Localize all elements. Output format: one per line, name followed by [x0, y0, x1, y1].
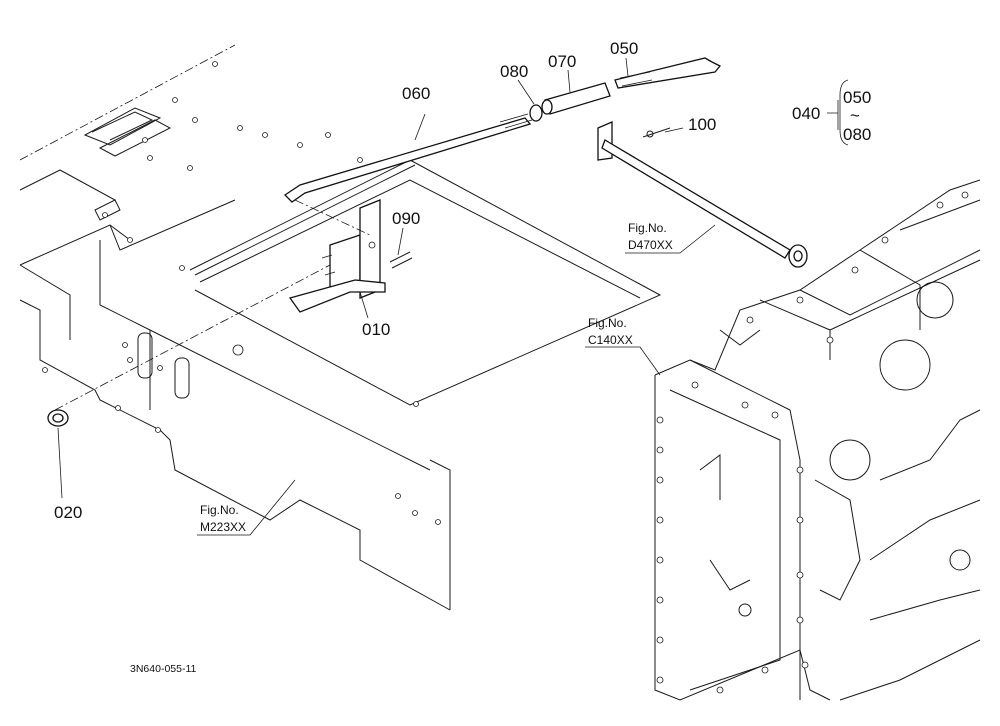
callout-p010: 010 [362, 320, 390, 339]
transmission-case-drawing [654, 179, 981, 701]
parts-drawing [47, 57, 808, 427]
leader-lines [54, 57, 839, 536]
callout-p080: 080 [500, 62, 528, 81]
drawing-code: 3N640-055-11 [130, 663, 197, 675]
figure-references[interactable]: Fig.No. D470XX Fig.No. C140XX Fig.No. M2… [200, 221, 673, 534]
assembly-number: 040 [792, 104, 820, 123]
fig-ref-d470-code[interactable]: D470XX [628, 238, 673, 252]
callout-p090: 090 [392, 209, 420, 228]
callout-p060: 060 [402, 84, 430, 103]
callout-p020: 020 [54, 503, 82, 522]
assembly-range-end: 080 [843, 125, 871, 144]
assembly-callout: 040 050 ~ 080 [792, 79, 871, 146]
fig-ref-m223-code[interactable]: M223XX [200, 520, 246, 534]
callout-p070: 070 [548, 52, 576, 71]
frame-drawing [19, 44, 662, 611]
callout-p100: 100 [688, 115, 716, 134]
assembly-range-start: 050 [843, 88, 871, 107]
assembly-range-symbol: ~ [850, 106, 860, 125]
fig-ref-m223-prefix[interactable]: Fig.No. [200, 503, 239, 517]
fig-ref-d470-prefix[interactable]: Fig.No. [628, 221, 667, 235]
fig-ref-c140-code[interactable]: C140XX [588, 333, 633, 347]
callout-labels: 060 080 070 050 100 090 010 020 [54, 39, 716, 522]
fig-ref-c140-prefix[interactable]: Fig.No. [588, 316, 627, 330]
callout-p050: 050 [610, 39, 638, 58]
